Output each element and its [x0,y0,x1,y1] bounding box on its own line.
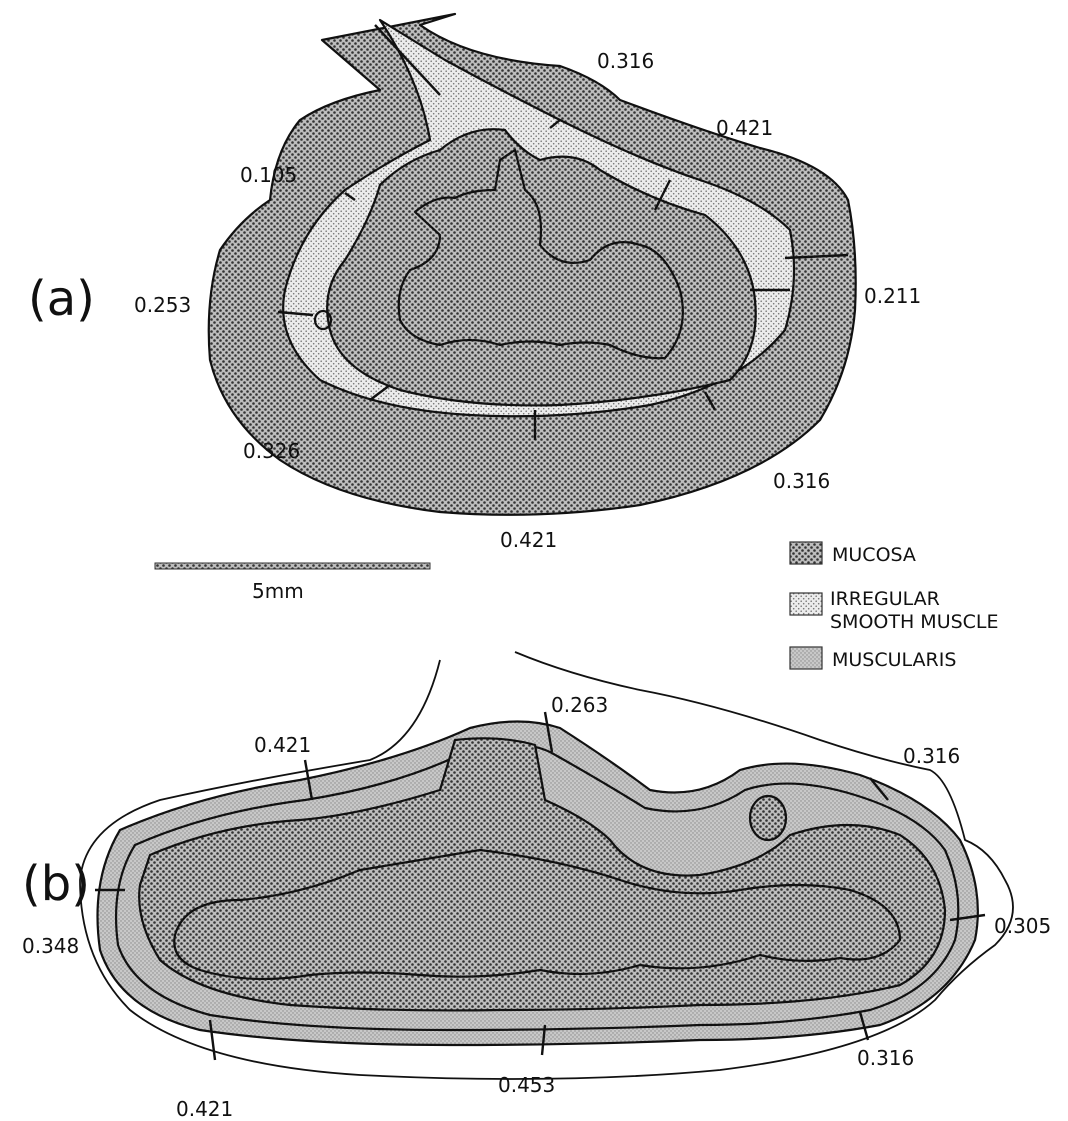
panel-b-value-label: 0.421 [254,733,311,757]
panel-a-label: (a) [28,271,95,327]
panel-b-value-label: 0.316 [857,1046,914,1070]
panel-b-value-label: 0.305 [994,914,1051,938]
panel-b-value-label: 0.453 [498,1073,555,1097]
panel-a-value-label: 0.421 [716,116,773,140]
panel-a-value-label: 0.211 [864,284,921,308]
legend-label-mucosa: MUCOSA [832,544,916,566]
panel-b-value-label: 0.421 [176,1097,233,1121]
panel-a: (a) 0.316 0.421 0.105 0.253 0.211 0.326 … [28,14,921,552]
panel-a-value-label: 0.326 [243,439,300,463]
legend-label-smooth-muscle-2: SMOOTH MUSCLE [830,611,999,633]
panel-b-label: (b) [22,856,90,912]
scale-bar: 5mm [155,563,430,603]
panel-b-value-label: 0.316 [903,744,960,768]
legend-swatch-mucosa [790,542,822,564]
panel-a-value-label: 0.253 [134,293,191,317]
legend-swatch-smooth-muscle [790,593,822,615]
panel-b-small-duct [750,796,786,840]
legend-label-smooth-muscle: IRREGULAR [830,588,940,610]
panel-a-value-label: 0.316 [773,469,830,493]
panel-a-value-label: 0.421 [500,528,557,552]
scale-bar-label: 5mm [252,579,304,603]
panel-a-value-label: 0.105 [240,163,297,187]
panel-a-value-label: 0.316 [597,49,654,73]
panel-b-value-label: 0.348 [22,934,79,958]
panel-b-value-label: 0.263 [551,693,608,717]
scale-bar-line [155,563,430,569]
legend: MUCOSA IRREGULAR SMOOTH MUSCLE MUSCULARI… [790,542,999,671]
legend-label-muscularis: MUSCULARIS [832,649,956,671]
legend-swatch-muscularis [790,647,822,669]
panel-b: (b) 0.263 0.421 0.316 0.348 0.305 0.316 … [22,652,1051,1121]
